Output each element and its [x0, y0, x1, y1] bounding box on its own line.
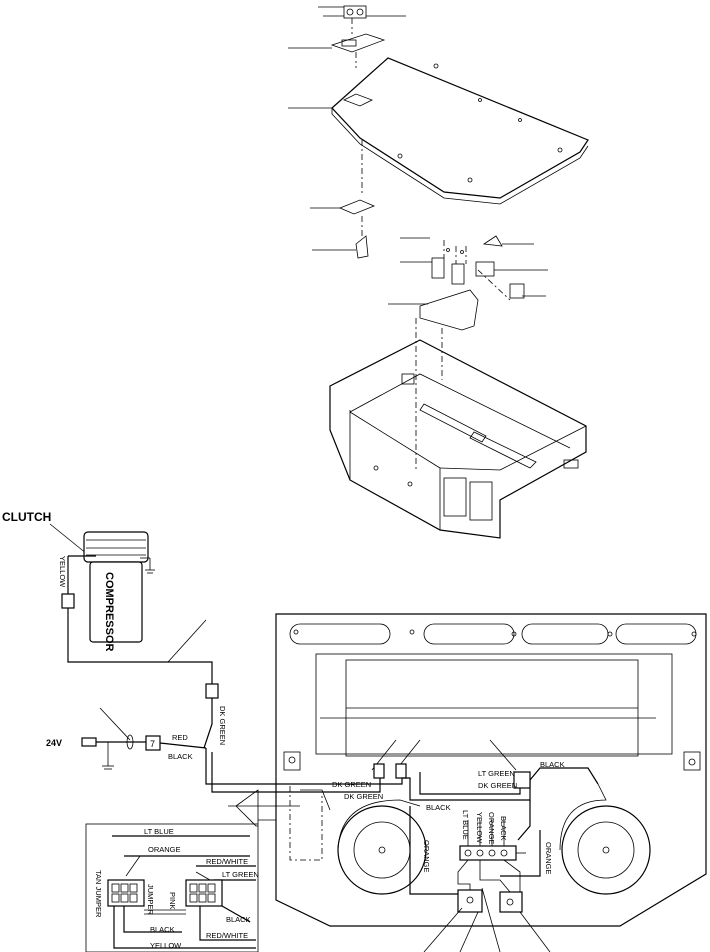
jumper-label: JUMPER	[146, 884, 155, 915]
bottom-switches	[423, 859, 551, 952]
yellow-wire-label: YELLOW	[58, 556, 67, 588]
compressor-body	[89, 561, 143, 643]
terminal-strip	[459, 820, 526, 861]
red-white-label-1: RED/WHITE	[206, 857, 248, 866]
black-wire-label-a: BLACK	[168, 752, 193, 761]
clutch-pulley	[83, 531, 149, 563]
power-feed: 24V 7 RED BLACK	[46, 707, 282, 793]
orange-h-label: ORANGE	[148, 845, 181, 854]
orange-right-label: ORANGE	[544, 842, 553, 875]
top-bracket-part	[318, 5, 406, 19]
black-mid-label: BLACK	[426, 803, 451, 812]
black-h-label-1: BLACK	[226, 915, 251, 924]
dk-green-connector	[205, 683, 219, 699]
small-bracket-1	[310, 199, 376, 215]
compressor-label: COMPRESSOR	[103, 572, 115, 652]
black-vertical-label: BLACK	[499, 816, 508, 841]
voltage-label: 24V	[46, 738, 62, 748]
yellow-vertical-label: YELLOW	[475, 812, 484, 844]
compressor-connector	[61, 593, 75, 609]
lt-green-h-label: LT GREEN	[222, 870, 259, 879]
red-white-label-2: RED/WHITE	[206, 931, 248, 940]
fuse-number: 7	[150, 739, 155, 749]
right-blower	[559, 783, 651, 895]
red-wire-label: RED	[172, 733, 188, 742]
left-blower	[337, 799, 427, 895]
lt-blue-vertical-label: LT BLUE	[461, 810, 470, 840]
compressor-group: CLUTCH COMPRESSOR YELLOW DK GREEN	[2, 510, 227, 749]
jumper-harness: LT BLUE ORANGE RED/WHITE LT GREEN TAN JU…	[85, 789, 259, 952]
power-terminal	[81, 737, 97, 747]
connector-a	[373, 763, 385, 779]
hvac-unit	[275, 613, 707, 927]
pink-label: PINK	[168, 892, 177, 910]
tan-jumper-label: TAN JUMPER	[94, 870, 103, 918]
dk-green-wire-label-b: DK GREEN	[344, 792, 383, 801]
lt-blue-h-label: LT BLUE	[144, 827, 174, 836]
mount-plate-part	[288, 18, 386, 68]
clutch-label: CLUTCH	[2, 510, 51, 524]
orange-vertical-label: ORANGE	[487, 812, 496, 845]
dk-green-wire-label-a: DK GREEN	[332, 780, 371, 789]
black-h-label-2: BLACK	[150, 925, 175, 934]
exploded-view	[288, 5, 589, 539]
small-bracket-2	[312, 235, 369, 259]
dk-green-top-label: DK GREEN	[478, 781, 517, 790]
housing-box	[329, 339, 587, 539]
connector-b	[395, 763, 407, 779]
lt-green-top-label: LT GREEN	[478, 769, 515, 778]
switch-assembly	[388, 235, 548, 331]
orange-left-label: ORANGE	[422, 840, 431, 873]
dk-green-vertical-label: DK GREEN	[218, 706, 227, 745]
cover-panel	[288, 57, 589, 205]
internal-wiring: DK GREEN DK GREEN LT GREEN DK GREEN BLAC…	[228, 739, 599, 952]
black-top-label: BLACK	[540, 760, 565, 769]
yellow-h-label: YELLOW	[150, 941, 182, 950]
